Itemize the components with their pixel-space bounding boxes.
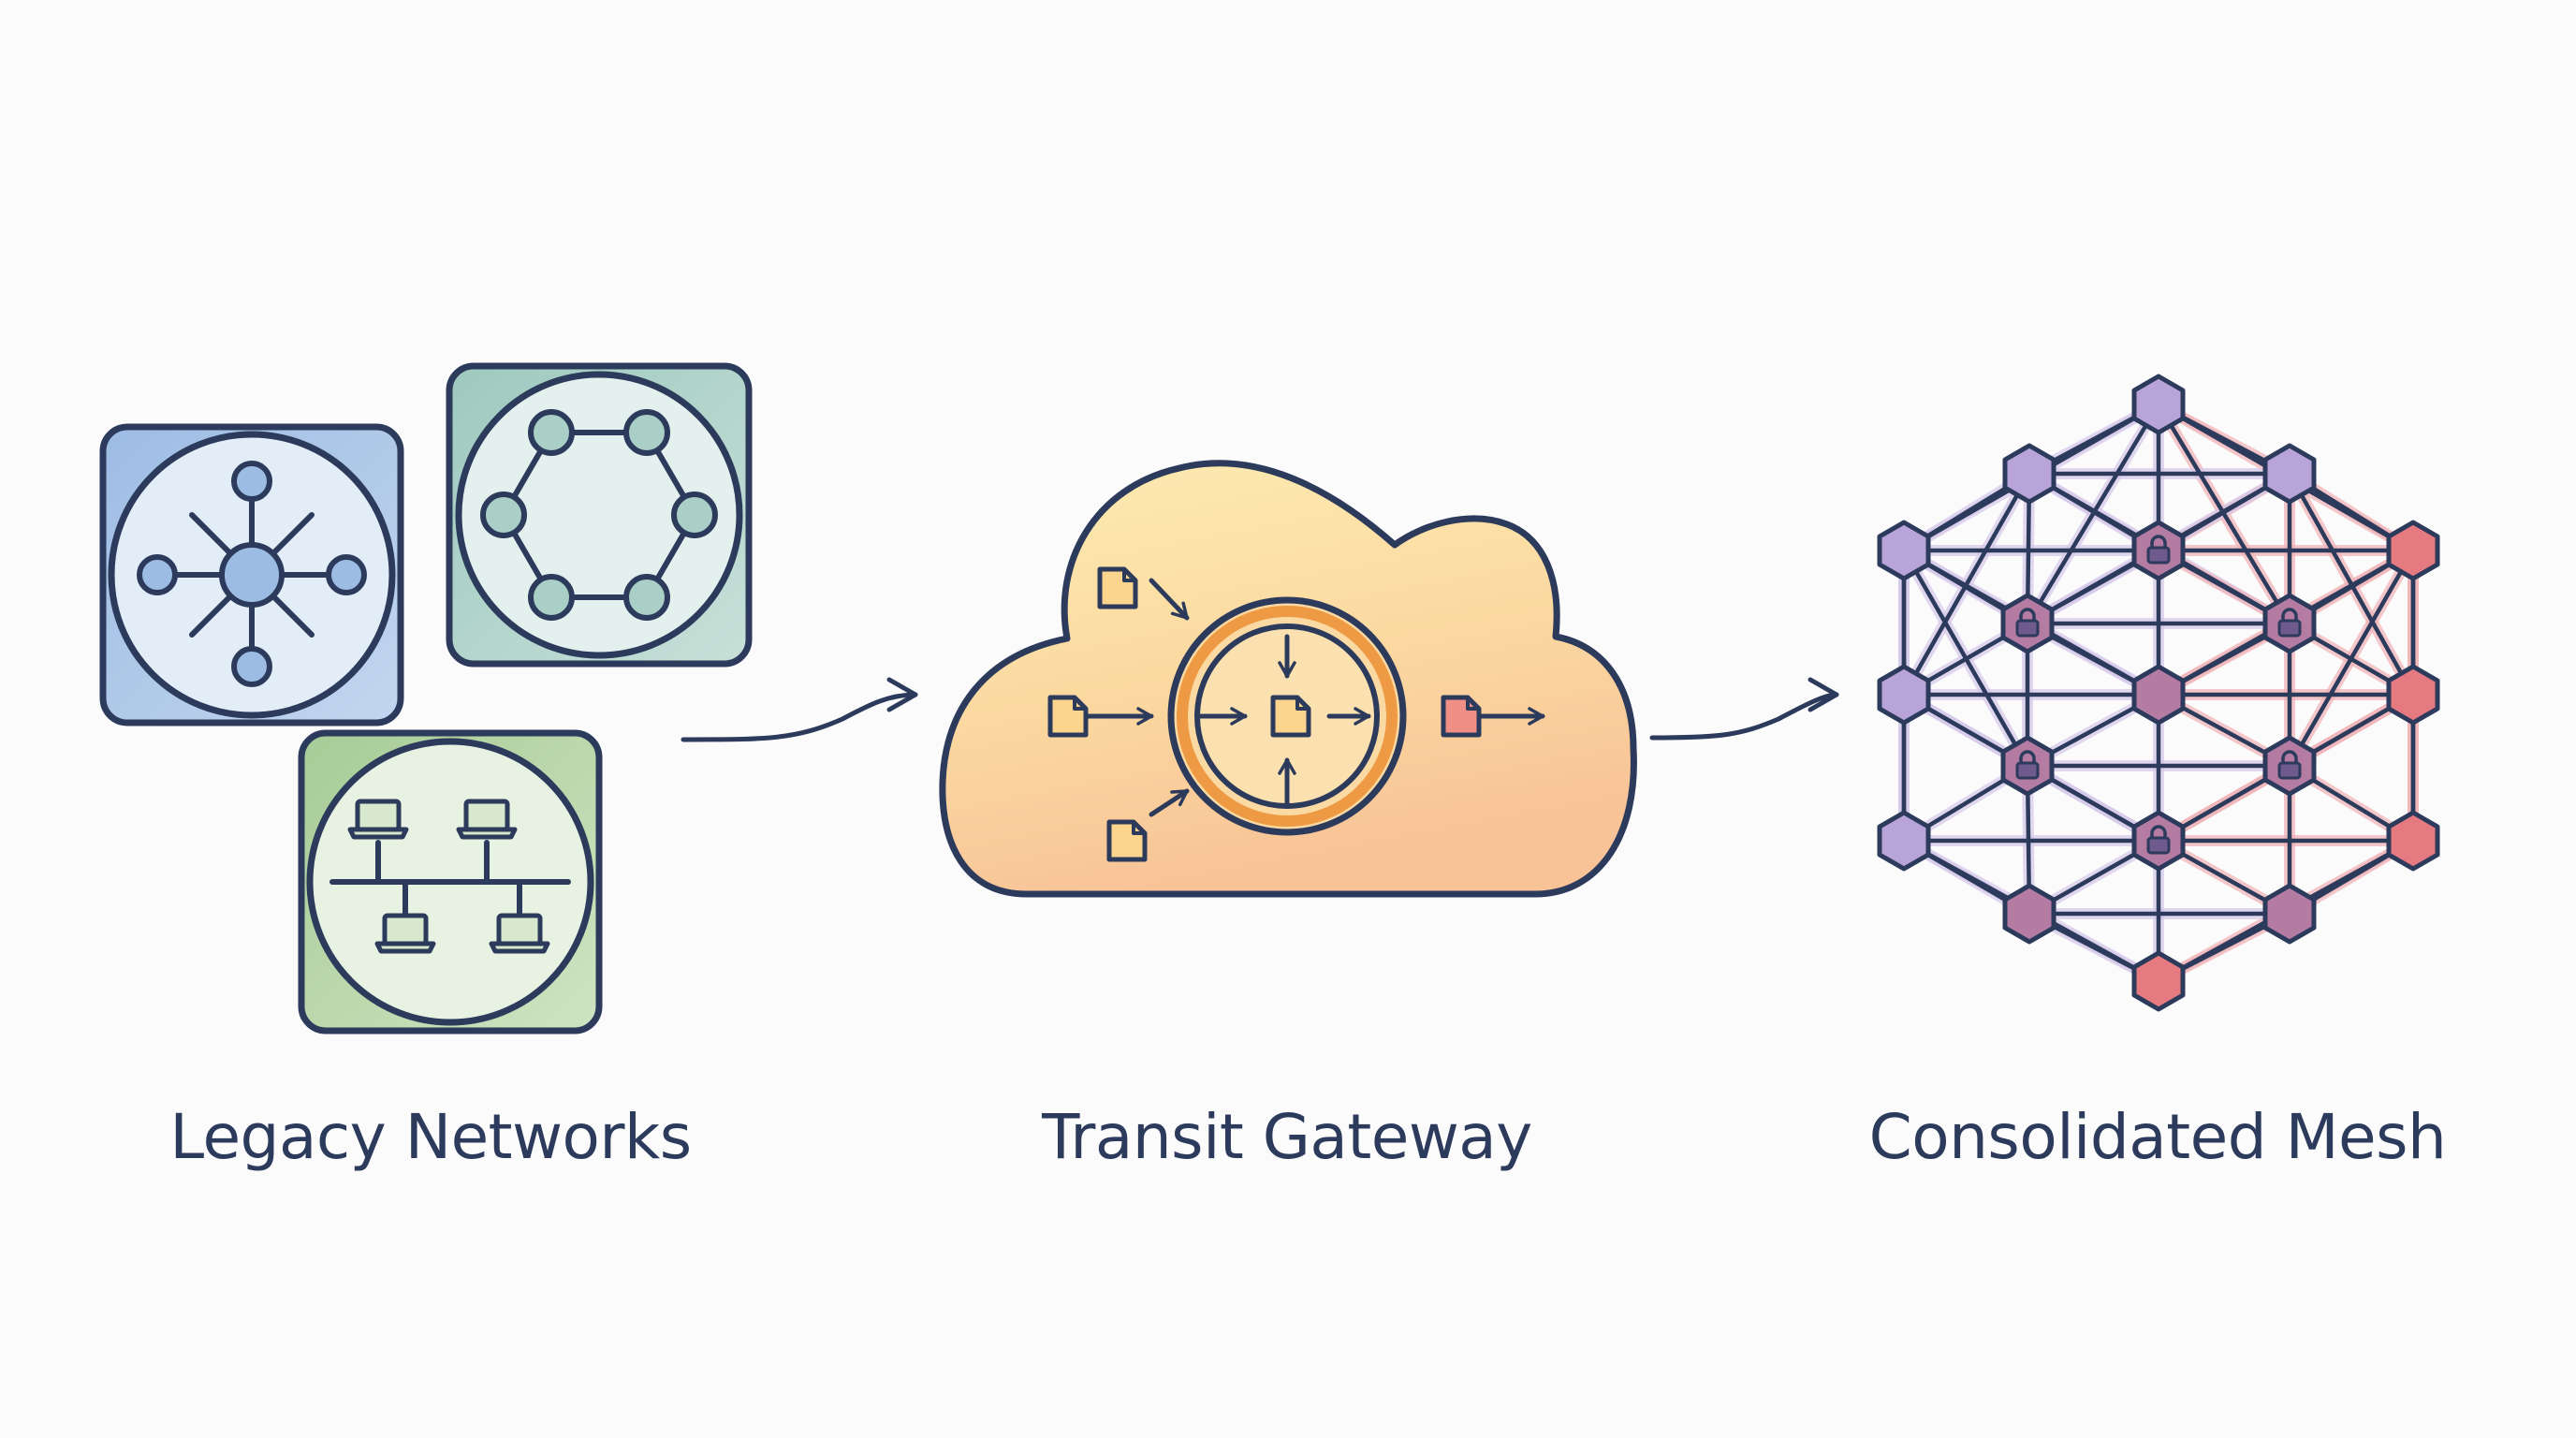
star-topology-tile [99,423,404,726]
mesh-node [1877,810,1931,872]
legacy-networks-icon [99,362,753,1034]
mesh-node [1877,520,1931,581]
mesh-node [2262,883,2317,945]
mesh-network-icon [1877,374,2440,1012]
arrow-right-icon [681,677,918,742]
lock-icon [2277,750,2302,780]
label-transit-gateway: Transit Gateway [1042,1101,1532,1173]
mesh-node [2002,443,2056,505]
mesh-node [2002,883,2056,945]
cloud-gateway-icon [939,460,1637,898]
mesh-node [2386,664,2440,726]
mesh-node [1877,664,1931,726]
ring-topology-tile [446,362,753,668]
mesh-node [2386,810,2440,872]
lock-icon [2015,608,2040,638]
mesh-node [2131,950,2186,1012]
file-icon [1050,697,1086,735]
lock-icon [2015,750,2040,780]
lock-icon [2146,825,2171,855]
file-icon [1273,697,1309,735]
file-icon [1109,822,1145,859]
file-icon [1443,697,1479,735]
mesh-node [2262,443,2317,505]
mesh-node [2386,520,2440,581]
bus-topology-tile [298,729,603,1034]
lock-icon [2277,608,2302,638]
lock-icon [2146,535,2171,565]
label-legacy-networks: Legacy Networks [169,1101,692,1173]
mesh-node [2131,664,2186,726]
file-icon [1100,569,1135,607]
mesh-node [2131,374,2186,435]
label-consolidated-mesh: Consolidated Mesh [1868,1101,2447,1173]
arrow-right-icon [1649,677,1839,741]
